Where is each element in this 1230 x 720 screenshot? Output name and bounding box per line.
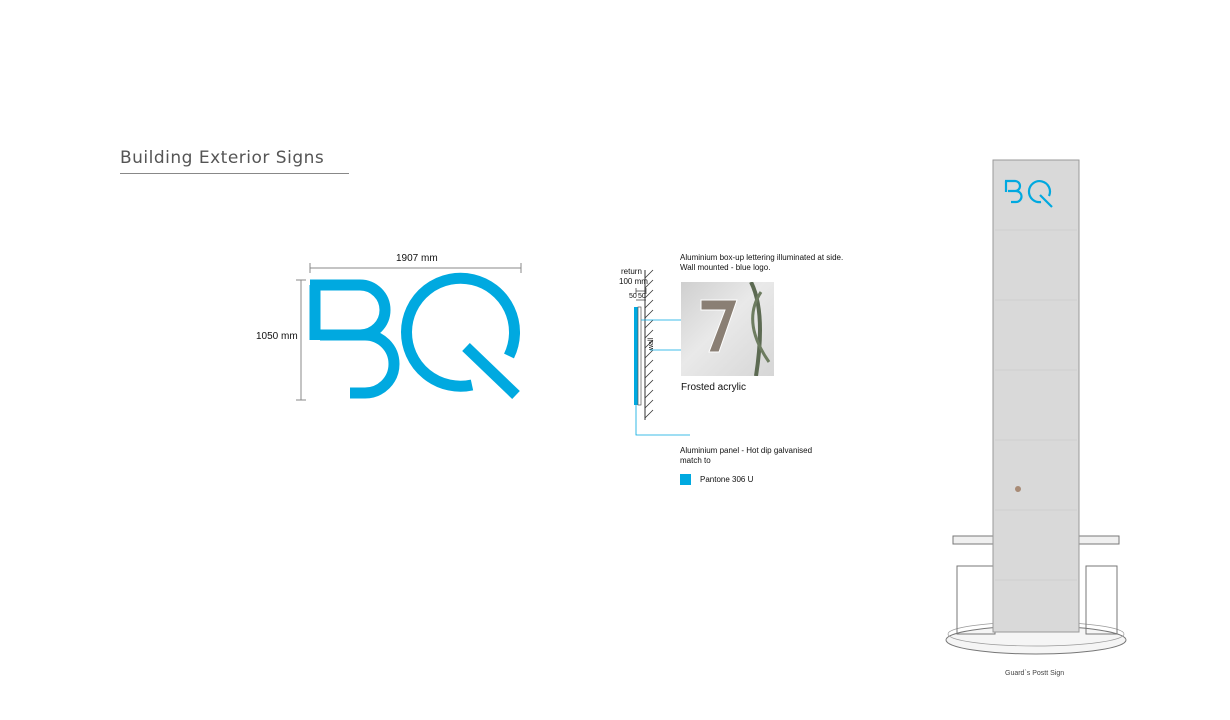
sign-panel-section (634, 307, 638, 405)
guard-post-caption: Guard`s Postt Sign (1005, 670, 1065, 677)
note-panel-line1: Aluminium panel - Hot dip galvanised (680, 446, 813, 455)
note-panel-line2: match to (680, 456, 711, 465)
note-lettering-line1: Aluminium box-up lettering illuminated a… (680, 253, 844, 262)
post-tower (992, 159, 1080, 633)
width-dimension-line (309, 263, 522, 273)
pantone-swatch (680, 474, 691, 485)
title-underline (120, 173, 349, 174)
logo-letter-b (309, 279, 400, 399)
note-lettering-line2: Wall mounted - blue logo. (680, 263, 771, 272)
photo-caption: Frosted acrylic (681, 382, 747, 393)
post-keyhole (1015, 486, 1021, 492)
wall-hatching (644, 269, 654, 419)
gap-left-label: 50 (629, 293, 637, 300)
logo-letter-q (401, 272, 521, 399)
swatch-label: Pantone 306 U (700, 475, 754, 484)
width-dimension-label: 1907 mm (396, 253, 438, 264)
height-dimension-line (296, 279, 306, 401)
gap-right-label: 50 (638, 293, 646, 300)
height-dimension-label: 1050 mm (256, 331, 298, 342)
page-title: Building Exterior Signs (120, 148, 325, 168)
post-logo (1004, 179, 1053, 208)
frosted-acrylic-photo (681, 282, 774, 376)
return-label: return (621, 267, 642, 276)
post-side-box-right (1085, 565, 1118, 635)
return-value: 100 mm (619, 277, 648, 286)
